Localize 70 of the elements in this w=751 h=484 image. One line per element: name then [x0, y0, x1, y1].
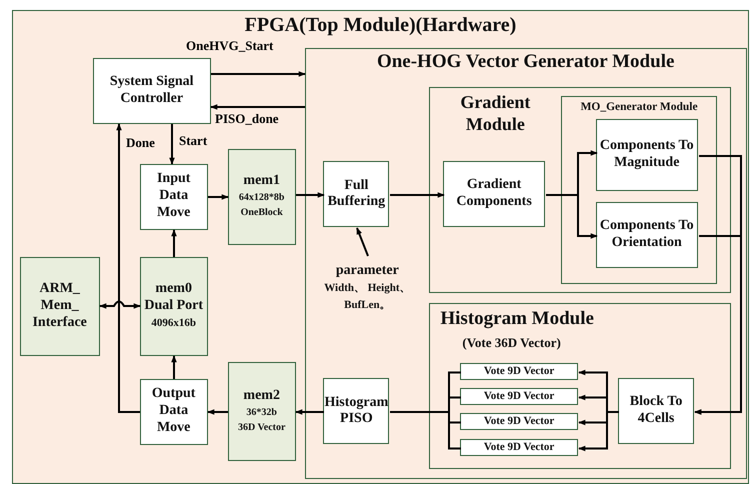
block-label: Output Data Move — [150, 386, 196, 437]
connector-arrow — [546, 194, 598, 239]
block-detail: 4096x16b — [151, 316, 196, 331]
module-title: MO_Generator Module — [580, 100, 698, 116]
memory-block — [140, 256, 208, 356]
process-box — [596, 118, 698, 191]
block-label: mem1 — [243, 173, 280, 190]
process-box — [323, 378, 390, 444]
module-subtitle: (Vote 36D Vector) — [462, 335, 561, 351]
block-detail: 64x128*8b — [238, 191, 284, 206]
block-label: Vote 9D Vector — [484, 414, 554, 430]
memory-block — [228, 362, 296, 461]
block-label: Vote 9D Vector — [484, 440, 554, 456]
process-box — [618, 378, 694, 444]
module-frame — [304, 48, 747, 479]
block-label: Vote 9D Vector — [484, 364, 554, 380]
connector-arrow — [210, 104, 305, 110]
connector-arrow — [390, 192, 445, 198]
process-box — [323, 161, 390, 228]
module-title: One-HOG Vector Generator Module — [376, 50, 674, 74]
block-label: mem0 Dual Port — [143, 281, 204, 315]
edge-label: OneHVG_Start — [185, 38, 274, 54]
block-label: Block To 4Cells — [628, 394, 684, 428]
block-label: Components To Orientation — [598, 218, 695, 252]
process-box — [460, 439, 578, 456]
block-detail: 36D Vector — [238, 420, 286, 435]
process-box — [596, 202, 698, 268]
connector-arrow — [207, 409, 228, 415]
connector-arrow — [296, 192, 325, 198]
process-box — [460, 388, 578, 406]
block-label: ARM_ Mem_ Interface — [31, 280, 88, 332]
memory-block — [20, 256, 100, 356]
memory-block — [228, 148, 296, 245]
block-label: parameter — [336, 263, 399, 280]
block-label: mem2 — [243, 388, 280, 405]
block-label: Histogram PISO — [324, 394, 388, 428]
connector-arrow — [171, 355, 177, 379]
block-detail: OneBlock — [240, 206, 283, 220]
module-frame — [429, 87, 732, 294]
module-frame — [561, 96, 718, 284]
block-detail: 36*32b — [246, 406, 277, 420]
edge-label: PISO_done — [214, 111, 280, 127]
block-label: Vote 9D Vector — [484, 389, 554, 404]
connector-arrow — [211, 71, 306, 77]
process-box — [460, 413, 578, 430]
block-detail: Width、 Height、 BufLen。 — [323, 281, 412, 313]
process-box — [140, 378, 208, 445]
module-frame — [12, 10, 749, 484]
module-title: Gradient Module — [459, 92, 532, 136]
block-label: Components To Magnitude — [598, 138, 695, 172]
connector-arrow — [694, 235, 742, 415]
connector-arrow — [171, 229, 177, 257]
block-label: Full Buffering — [326, 178, 386, 212]
connector-arrow — [295, 409, 324, 415]
connector-arrow — [169, 124, 175, 165]
block-label: System Signal Controller — [108, 74, 194, 108]
connector-arrow — [99, 300, 141, 309]
connector-arrow — [116, 123, 140, 413]
module-title: Histogram Module — [440, 308, 594, 332]
process-box — [460, 363, 578, 380]
process-box — [140, 164, 208, 230]
process-box — [92, 58, 211, 124]
connector-arrow — [208, 194, 229, 200]
module-title: FPGA(Top Module)(Hardware) — [244, 13, 516, 37]
block-label: Input Data Move — [156, 171, 192, 222]
module-frame — [429, 303, 732, 470]
block-label: Gradient Components — [455, 177, 533, 211]
process-box — [443, 161, 546, 228]
connector-arrow — [356, 227, 369, 256]
connector-arrow — [578, 411, 619, 452]
